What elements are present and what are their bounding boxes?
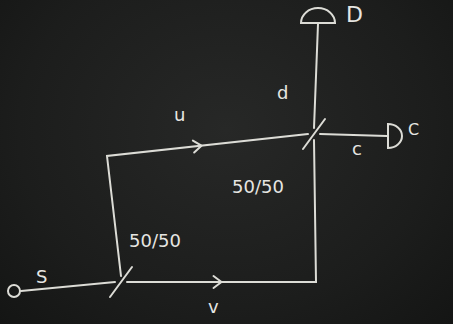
detector-outline [387,123,403,149]
node-label: 50/50 [232,178,284,196]
node-label: C [408,122,419,138]
node-label: D [346,4,363,26]
beam-splitter: 50/50 [308,128,320,140]
light-source: S [7,284,21,298]
detector: D [300,6,336,24]
detector-outline [300,6,336,24]
arrow-head [214,276,222,288]
splitter-plate [110,267,132,297]
beam-line [107,134,308,276]
beam-path [21,282,115,291]
node-label: S [36,268,47,286]
beam-line [21,282,115,291]
beam-line [320,134,387,136]
beam-path [107,134,308,276]
arrow-head [193,141,202,153]
beam-splitter: 50/50 [115,276,127,288]
path-label: v [208,298,219,316]
path-label: c [352,140,362,158]
detector: C [387,123,403,149]
detector-dome [388,124,402,148]
path-label: d [277,84,288,102]
source-circle [8,285,20,297]
path-label: u [174,106,185,124]
beam-path [127,140,316,288]
node-label: 50/50 [129,232,181,250]
beam-line [127,140,316,282]
beam-splitter-outline [115,276,127,288]
light-source-outline [7,284,21,298]
detector-dome [301,8,335,23]
splitter-plate [303,119,325,149]
beam-path [320,134,387,136]
beam-splitter-outline [308,128,320,140]
beam-path [314,24,318,128]
beam-line [314,24,318,128]
